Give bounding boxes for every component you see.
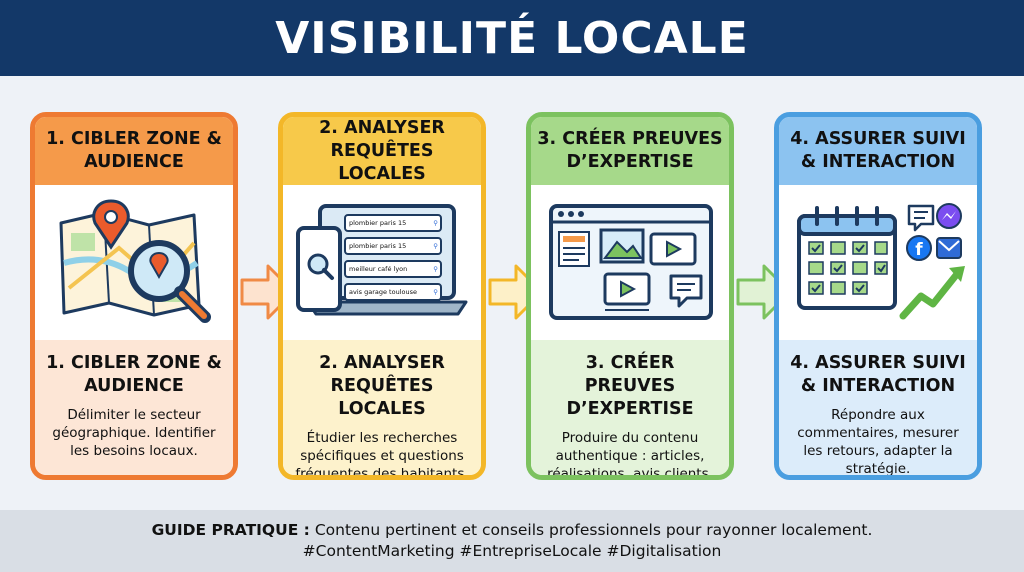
step-2-description: Étudier les recherches spécifiques et qu… [295,430,469,480]
page-title: VISIBILITÉ LOCALE [275,12,749,64]
video-play-icon [649,232,696,265]
step-card-4: 4. ASSURER SUIVI & INTERACTION [774,112,982,480]
step-2-illustration: plombier paris 15⚲ plombier paris 15⚲ me… [283,185,481,340]
step-1-title: 1. CIBLER ZONE & AUDIENCE [46,353,222,396]
footer-label: GUIDE PRATIQUE : [151,521,310,539]
footer-line: GUIDE PRATIQUE : Contenu pertinent et co… [152,520,873,541]
search-query: avis garage toulouse⚲ [344,282,442,301]
step-3-title: 3. CRÉER PREUVES D’EXPERTISE [566,353,694,419]
map-magnifier-icon [59,198,211,323]
header-banner: VISIBILITÉ LOCALE [0,0,1024,76]
step-4-illustration: f [779,185,977,340]
magnifier-icon [128,239,211,323]
browser-window-icon [548,203,713,320]
step-1-header: 1. CIBLER ZONE & AUDIENCE [35,117,233,185]
step-4-description: Répondre aux commentaires, mesurer les r… [797,407,959,477]
mail-icon [936,236,962,259]
footer-text: Contenu pertinent et conseils profession… [309,521,873,539]
step-1-description: Délimiter le secteur géographique. Ident… [52,407,216,459]
footer-hashtags: #ContentMarketing #EntrepriseLocale #Dig… [302,542,722,560]
svg-text:f: f [915,240,923,260]
facebook-icon: f [906,234,932,261]
step-card-1: 1. CIBLER ZONE & AUDIENCE [30,112,238,480]
calendar-icon: f [797,202,965,319]
trend-up-icon [899,265,965,319]
search-query: plombier paris 15⚲ [344,236,442,255]
search-query: plombier paris 15⚲ [344,213,442,232]
step-4-title: 4. ASSURER SUIVI & INTERACTION [790,353,966,396]
step-3-header: 3. CRÉER PREUVES D’EXPERTISE [531,117,729,185]
step-card-2: 2. ANALYSER REQUÊTES LOCALES plombier pa… [278,112,486,480]
chat-bubble-icon [669,274,702,307]
step-1-illustration [35,185,233,340]
smartphone-icon [296,225,342,312]
footer-banner: GUIDE PRATIQUE : Contenu pertinent et co… [0,510,1024,572]
video-play-icon [603,272,650,305]
step-2-header: 2. ANALYSER REQUÊTES LOCALES [283,117,481,185]
chat-bubble-icon [907,204,935,231]
step-2-body: 2. ANALYSER REQUÊTES LOCALES Étudier les… [283,340,481,475]
step-3-description: Produire du contenu authentique : articl… [547,430,713,480]
search-query-list: plombier paris 15⚲ plombier paris 15⚲ me… [344,213,442,306]
step-4-body: 4. ASSURER SUIVI & INTERACTION Répondre … [779,340,977,475]
step-2-title: 2. ANALYSER REQUÊTES LOCALES [319,353,445,419]
map-pin-icon [92,198,130,250]
messenger-icon [936,202,962,229]
step-card-3: 3. CRÉER PREUVES D’EXPERTISE [526,112,734,480]
step-3-body: 3. CRÉER PREUVES D’EXPERTISE Produire du… [531,340,729,475]
step-4-header: 4. ASSURER SUIVI & INTERACTION [779,117,977,185]
step-1-body: 1. CIBLER ZONE & AUDIENCE Délimiter le s… [35,340,233,475]
search-query: meilleur café lyon⚲ [344,259,442,278]
step-3-illustration [531,185,729,340]
